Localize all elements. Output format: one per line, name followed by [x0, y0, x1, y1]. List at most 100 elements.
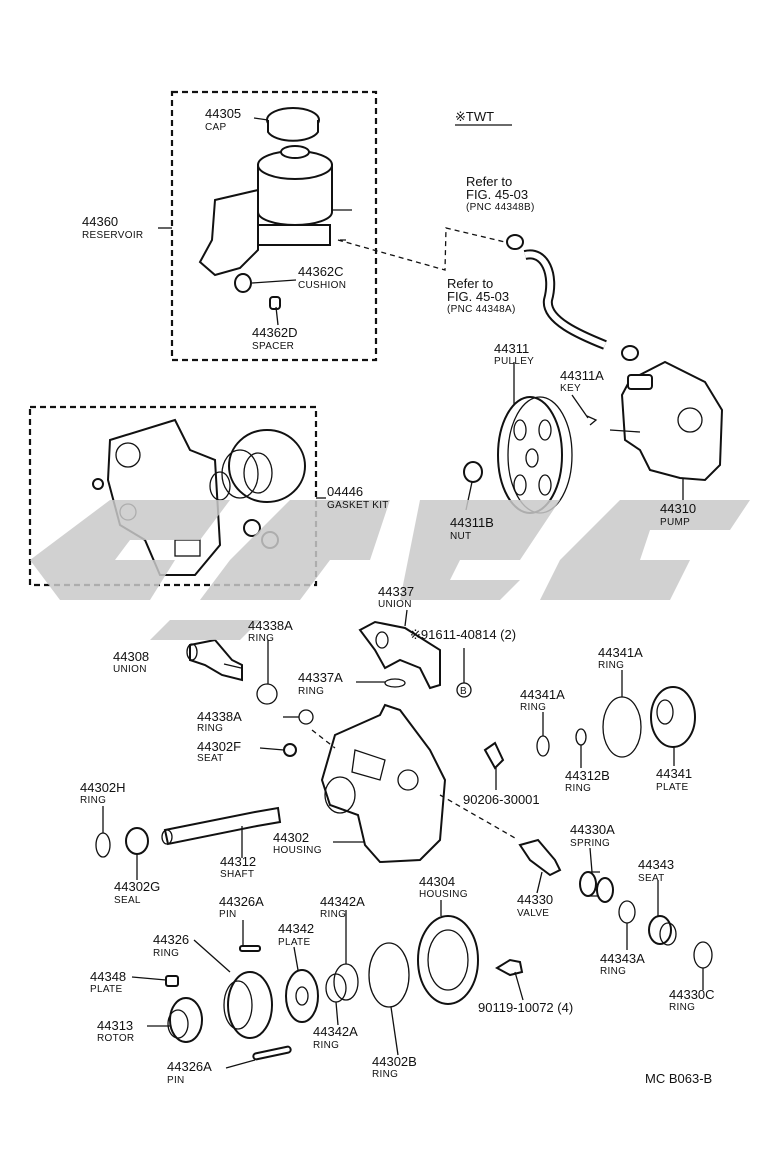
part-number: 44330A	[570, 822, 615, 837]
pin-44326a-2-drawing	[252, 1045, 292, 1061]
part-name: HOUSING	[273, 845, 322, 856]
part-name: SHAFT	[220, 869, 254, 880]
ring-44342a-2-drawing	[325, 973, 347, 1003]
part-number: 90206-30001	[463, 792, 540, 807]
part-number: 44304	[419, 874, 455, 889]
part-name: RING	[600, 966, 626, 977]
figure-code: MC B063-B	[645, 1071, 712, 1086]
part-name: RING	[320, 909, 346, 920]
rotor-drawing	[167, 997, 203, 1043]
part-number: 44311A	[560, 368, 604, 383]
ref2-line2: FIG. 45-03	[447, 289, 509, 304]
part-name: PULLEY	[494, 356, 534, 367]
part-number: 44342A	[313, 1024, 358, 1039]
ring-44302h-drawing	[95, 832, 111, 858]
part-name: PLATE	[278, 937, 310, 948]
part-number: 44312B	[565, 768, 610, 783]
hose-drawing	[506, 234, 639, 361]
part-number: 44337A	[298, 670, 343, 685]
part-number: 44341A	[598, 645, 643, 660]
housing-44304-drawing	[417, 915, 479, 1005]
part-number: 44342A	[320, 894, 365, 909]
part-number: 04446	[327, 484, 363, 499]
seat-44343-drawing	[648, 915, 677, 946]
part-name: RING	[565, 783, 591, 794]
part-number: 44338A	[197, 709, 242, 724]
ref1-line1: Refer to	[466, 174, 512, 189]
pump-drawing	[609, 360, 724, 482]
part-number: 44341	[656, 766, 692, 781]
part-name: VALVE	[517, 908, 549, 919]
part-90206-drawing	[483, 741, 505, 770]
part-number: 44330C	[669, 987, 715, 1002]
ring-44343a-drawing	[618, 900, 636, 924]
housing-44302-drawing	[320, 703, 447, 864]
part-name: CAP	[205, 122, 226, 133]
part-number: 44311	[494, 341, 529, 356]
part-number: 44326A	[219, 894, 264, 909]
plate-44348-drawing	[165, 975, 179, 987]
part-name: SEAL	[114, 895, 141, 906]
twt-note: ※TWT	[455, 109, 494, 124]
union-44337-drawing	[358, 620, 441, 690]
part-number: 44343A	[600, 951, 645, 966]
part-name: SEAT	[638, 873, 665, 884]
part-name: RING	[669, 1002, 695, 1013]
part-number: 44360	[82, 214, 118, 229]
plate-44342-drawing	[285, 969, 319, 1023]
ref1-line2: FIG. 45-03	[466, 187, 528, 202]
leader-lines	[102, 117, 704, 1069]
ring-44312b-drawing	[575, 728, 587, 746]
part-number: 44311B	[450, 515, 494, 530]
ring-44302b-drawing	[368, 942, 410, 1008]
part-number: 44330	[517, 892, 553, 907]
marker-b-label: B	[460, 686, 467, 697]
part-name: RING	[372, 1069, 398, 1080]
ring-44341a-2-drawing	[536, 735, 550, 757]
part-name: SPRING	[570, 838, 610, 849]
part-name: RING	[153, 948, 179, 959]
part-name: RING	[598, 660, 624, 671]
part-number: ※91611-40814 (2)	[410, 627, 516, 642]
nut-drawing	[463, 461, 483, 483]
seal-44302g-drawing	[125, 827, 149, 855]
part-name: PUMP	[660, 517, 690, 528]
part-name: HOUSING	[419, 889, 468, 900]
gasket-kit-group-box	[28, 405, 318, 587]
reservoir-drawing	[198, 107, 352, 310]
watermark	[30, 500, 750, 640]
part-number: 44305	[205, 106, 241, 121]
ring-44338a-2-drawing	[298, 709, 314, 725]
part-number: 44337	[378, 584, 414, 599]
part-name: RESERVOIR	[82, 230, 143, 241]
bolt-90119-drawing	[494, 958, 524, 977]
ring-44337a-drawing	[384, 678, 406, 688]
seat-44302f-drawing	[283, 743, 297, 757]
part-name: UNION	[113, 664, 147, 675]
part-name: KEY	[560, 383, 581, 394]
part-name: RING	[520, 702, 546, 713]
part-number: 44312	[220, 854, 256, 869]
union-44308-drawing	[186, 638, 243, 682]
ref2-line3: (PNC 44348A)	[447, 304, 516, 315]
part-number: 44362D	[252, 325, 298, 340]
part-name: PIN	[167, 1075, 185, 1086]
key-drawing	[586, 415, 598, 426]
part-name: RING	[197, 723, 223, 734]
part-name: RING	[298, 686, 324, 697]
part-number: 44310	[660, 501, 696, 516]
ref2-line1: Refer to	[447, 276, 493, 291]
part-name: ROTOR	[97, 1033, 134, 1044]
part-number: 44341A	[520, 687, 565, 702]
part-name: RING	[313, 1040, 339, 1051]
part-number: 44302H	[80, 780, 126, 795]
part-number: 44362C	[298, 264, 344, 279]
part-name: GASKET KIT	[327, 500, 389, 511]
part-name: PLATE	[90, 984, 122, 995]
part-name: PIN	[219, 909, 237, 920]
part-name: PLATE	[656, 782, 688, 793]
spring-drawing	[579, 871, 614, 903]
plate-44341-drawing	[650, 686, 696, 748]
part-name: RING	[80, 795, 106, 806]
